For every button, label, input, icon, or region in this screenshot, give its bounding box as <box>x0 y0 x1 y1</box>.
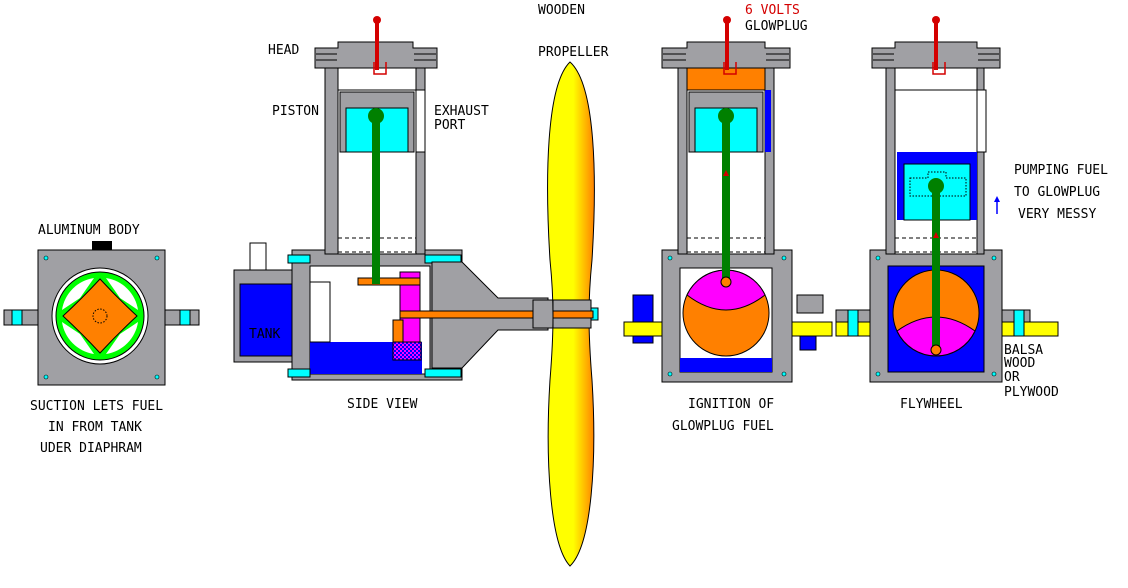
ign-bolt <box>667 255 673 261</box>
label-suction-3: UDER DIAPHRAM <box>40 441 142 456</box>
front-bolt <box>43 374 49 380</box>
label-port: PORT <box>434 118 465 133</box>
fuel-up-arrowhead <box>994 196 1000 202</box>
label-ignition-2: GLOWPLUG FUEL <box>672 419 774 434</box>
side-bolt <box>424 368 462 378</box>
fly-exhaust-port <box>976 89 987 153</box>
side-view <box>233 16 599 381</box>
label-propeller: PROPELLER <box>538 45 609 60</box>
side-rod-big-end <box>368 108 384 124</box>
side-glowplug-tip <box>373 16 381 24</box>
label-balsa-2: WOOD <box>1004 356 1035 371</box>
fly-combustion-chamber <box>894 67 978 91</box>
front-diaphragm-white-tl <box>62 278 94 310</box>
label-six-volts: 6 VOLTS <box>745 3 800 18</box>
fly-right-yellow <box>999 321 1059 337</box>
fly-rod-small-end <box>928 178 944 194</box>
fly-bolt <box>991 371 997 377</box>
ign-rod-small-end <box>718 108 734 124</box>
label-side-view: SIDE VIEW <box>347 397 418 412</box>
label-pumping-3: VERY MESSY <box>1018 207 1096 222</box>
front-diaphragm-white-bl <box>62 322 94 354</box>
side-wrist-pin <box>357 277 421 286</box>
label-suction-2: IN FROM TANK <box>48 420 142 435</box>
side-combustion-chamber <box>337 67 417 91</box>
ign-bore-edge <box>765 90 771 152</box>
ign-crankcase-fuel <box>680 358 772 372</box>
fly-glowplug-coil <box>932 62 946 75</box>
ign-rod-arrow <box>723 170 729 176</box>
side-bolt <box>287 368 311 378</box>
label-tank: TANK <box>249 327 280 342</box>
ign-flywheel-counterweight <box>686 269 766 311</box>
label-aluminum-body: ALUMINUM BODY <box>38 223 140 238</box>
fly-crank-pin <box>930 344 942 356</box>
side-orange-block <box>392 319 404 343</box>
fly-left-bolt <box>847 309 859 337</box>
front-diaphragm-orange <box>62 278 138 354</box>
tank-filler-neck <box>249 242 267 273</box>
label-balsa-3: OR <box>1004 370 1020 385</box>
side-check-block <box>392 341 422 361</box>
propeller-shaft-overlay <box>552 310 594 319</box>
front-bolt <box>43 255 49 261</box>
front-center-mark <box>92 308 108 324</box>
fly-bolt <box>991 255 997 261</box>
side-backplate <box>309 281 331 343</box>
front-bolt <box>154 374 160 380</box>
fly-bolt <box>875 255 881 261</box>
fly-piston-dotted <box>909 171 967 197</box>
label-pumping-1: PUMPING FUEL <box>1014 163 1108 178</box>
label-glowplug: GLOWPLUG <box>745 19 808 34</box>
label-pumping-2: TO GLOWPLUG <box>1014 185 1100 200</box>
ign-combustion-flame <box>686 67 766 91</box>
front-diaphragm-white-br <box>106 322 138 354</box>
label-head: HEAD <box>268 43 299 58</box>
fly-rod-arrow <box>933 232 939 238</box>
fly-right-bolt <box>1013 309 1025 337</box>
ign-right-clamp <box>799 335 817 351</box>
fly-bolt <box>875 371 881 377</box>
label-piston: PISTON <box>272 104 319 119</box>
side-glowplug-coil <box>373 62 387 75</box>
ign-bolt <box>667 371 673 377</box>
front-view <box>3 241 200 386</box>
tank-fuel <box>239 283 301 357</box>
label-balsa-4: PLYWOOD <box>1004 385 1059 400</box>
front-bolt <box>154 255 160 261</box>
ign-right-mount <box>789 321 833 337</box>
front-left-mount-bolt <box>11 309 23 326</box>
ignition-view <box>623 16 833 383</box>
ign-glowplug-coil <box>723 62 737 75</box>
fly-glowplug-tip <box>932 16 940 24</box>
label-wooden: WOODEN <box>538 3 585 18</box>
ign-glowplug-tip <box>723 16 731 24</box>
ign-bolt <box>781 255 787 261</box>
ign-bolt <box>781 371 787 377</box>
flywheel-view <box>835 16 1059 383</box>
ign-left-mount <box>623 321 665 337</box>
label-suction-1: SUCTION LETS FUEL <box>30 399 163 414</box>
side-bolt <box>287 254 311 264</box>
ign-right-block <box>796 294 824 314</box>
label-balsa-1: BALSA <box>1004 343 1043 358</box>
label-exhaust: EXHAUST <box>434 104 489 119</box>
front-diaphragm-white-tr <box>106 278 138 310</box>
front-right-mount-bolt <box>179 309 191 326</box>
label-ignition-1: IGNITION OF <box>688 397 774 412</box>
front-top-nub <box>92 241 112 250</box>
label-flywheel: FLYWHEEL <box>900 397 963 412</box>
ign-crank-pin <box>720 276 732 288</box>
side-exhaust-port <box>415 89 426 153</box>
